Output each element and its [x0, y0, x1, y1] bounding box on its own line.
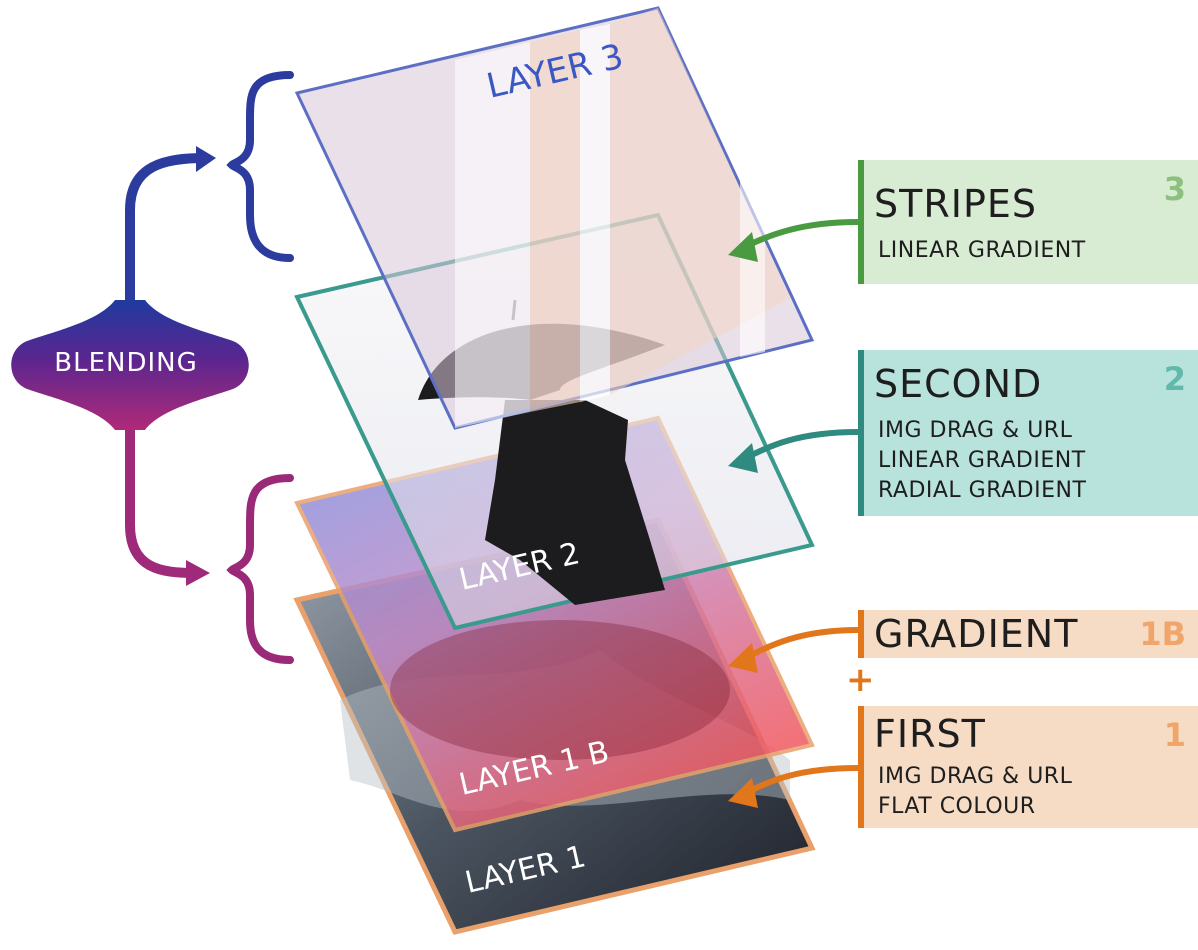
arrowhead-gradient-icon — [728, 643, 758, 673]
card-stripes: STRIPES 3 LINEAR GRADIENT — [858, 160, 1198, 284]
card-stripes-number: 3 — [1163, 170, 1186, 208]
arrowhead-top-icon — [196, 146, 216, 172]
plus-sign: + — [846, 660, 875, 700]
blending-connector — [125, 71, 294, 664]
card-first: FIRST 1 IMG DRAG & URL FLAT COLOUR — [858, 706, 1198, 828]
card-gradient-title: GRADIENT — [874, 612, 1079, 656]
card-second: SECOND 2 IMG DRAG & URL LINEAR GRADIENT … — [858, 350, 1198, 516]
card-second-number: 2 — [1163, 360, 1186, 398]
blend-line-top — [125, 153, 210, 345]
arrowhead-stripes-icon — [728, 232, 758, 262]
top-brace — [226, 71, 294, 262]
card-first-lines: IMG DRAG & URL FLAT COLOUR — [878, 764, 1073, 819]
layer-3-plane — [294, 6, 815, 430]
card-first-title: FIRST — [874, 712, 986, 756]
card-second-title: SECOND — [874, 362, 1043, 406]
card-gradient: GRADIENT 1B — [858, 610, 1198, 658]
blending-label: BLENDING — [54, 348, 198, 378]
card-stripes-title: STRIPES — [874, 182, 1037, 226]
card-stripes-lines: LINEAR GRADIENT — [878, 238, 1086, 263]
bottom-brace — [226, 474, 294, 664]
card-second-lines: IMG DRAG & URL LINEAR GRADIENT RADIAL GR… — [878, 418, 1087, 503]
arrowhead-second-icon — [728, 443, 758, 473]
arrowhead-first-icon — [728, 778, 758, 808]
blending-pill-shape — [11, 300, 249, 430]
card-gradient-number: 1B — [1139, 615, 1186, 653]
card-first-number: 1 — [1163, 716, 1186, 754]
blend-line-bottom — [125, 395, 200, 578]
arrowhead-bottom-icon — [186, 560, 210, 586]
